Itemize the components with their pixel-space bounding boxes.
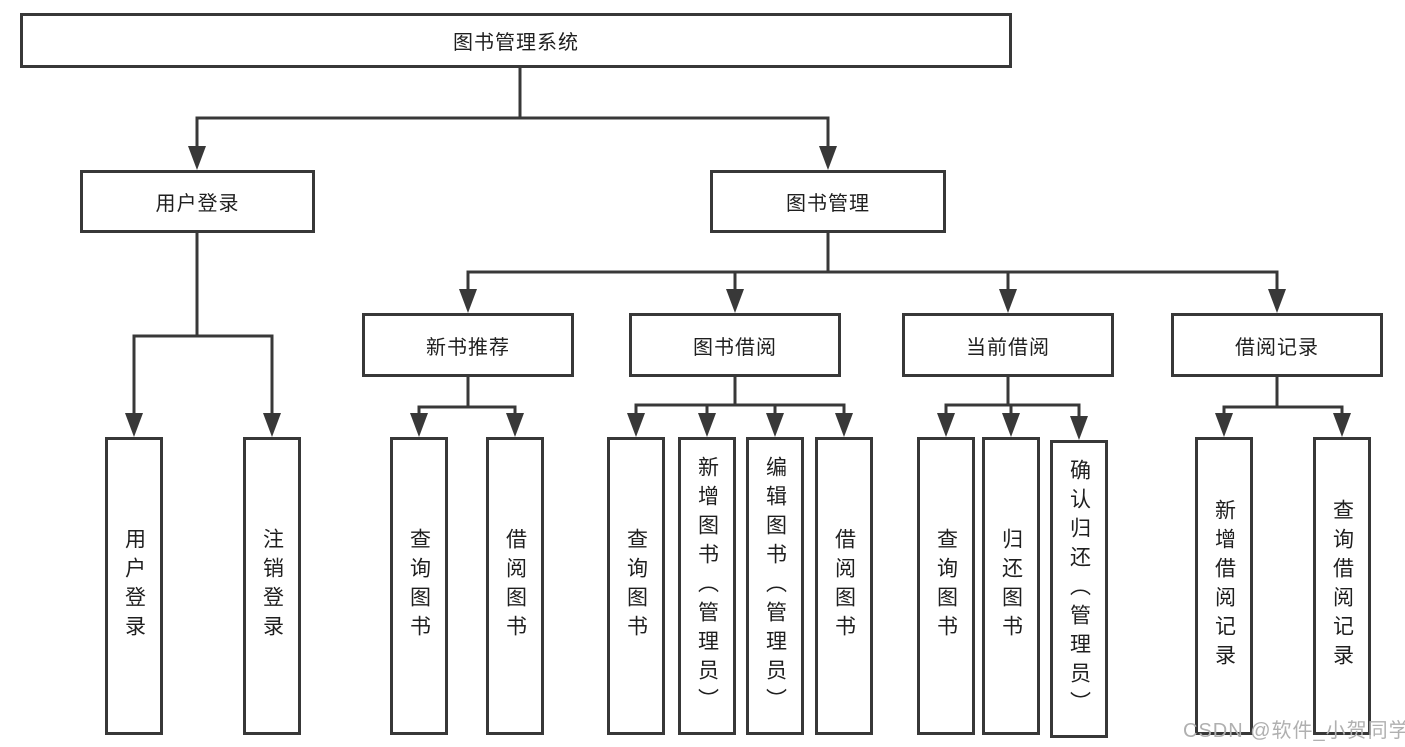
leaf-label: 新增图书（管理员） [695,455,719,717]
leaf-br-query-record: 查询借阅记录 [1313,437,1371,735]
node-new-book-recommend: 新书推荐 [362,313,574,377]
leaf-bb-edit-books-admin: 编辑图书（管理员） [746,437,804,735]
leaf-logout-login: 注销登录 [243,437,301,735]
leaf-cb-confirm-return-admin: 确认归还（管理员） [1050,440,1108,738]
arrowhead [1333,413,1351,437]
leaf-cb-query-books: 查询图书 [917,437,975,735]
node-book-management: 图书管理 [710,170,946,233]
leaf-label: 查询图书 [407,528,431,644]
leaf-label: 归还图书 [999,528,1023,644]
arrowhead [125,413,143,437]
arrowhead [819,146,837,170]
leaf-nbr-query-books: 查询图书 [390,437,448,735]
arrowhead [999,289,1017,313]
leaf-br-add-record: 新增借阅记录 [1195,437,1253,735]
node-book-borrowing: 图书借阅 [629,313,841,377]
leaf-user-login: 用户登录 [105,437,163,735]
arrowhead [937,413,955,437]
arrowhead [410,413,428,437]
leaf-label: 借阅图书 [503,528,527,644]
leaf-label: 新增借阅记录 [1212,499,1236,673]
arrowhead [263,413,281,437]
leaf-nbr-borrow-books: 借阅图书 [486,437,544,735]
arrowhead [766,413,784,437]
leaf-bb-query-books: 查询图书 [607,437,665,735]
leaf-label: 查询借阅记录 [1330,499,1354,673]
arrowhead [1002,413,1020,437]
leaf-label: 借阅图书 [832,528,856,644]
arrowhead [835,413,853,437]
arrowhead [1268,289,1286,313]
arrowhead [459,289,477,313]
leaf-label: 确认归还（管理员） [1067,458,1091,720]
arrowhead [627,413,645,437]
leaf-label: 用户登录 [122,528,146,644]
arrowhead [726,289,744,313]
arrowhead [698,413,716,437]
arrowhead [1215,413,1233,437]
leaf-bb-add-books-admin: 新增图书（管理员） [678,437,736,735]
leaf-cb-return-books: 归还图书 [982,437,1040,735]
node-library-management-system: 图书管理系统 [20,13,1012,68]
arrowhead [1070,416,1088,440]
leaf-bb-borrow-books: 借阅图书 [815,437,873,735]
node-borrowing-records: 借阅记录 [1171,313,1383,377]
node-user-login: 用户登录 [80,170,315,233]
leaf-label: 查询图书 [934,528,958,644]
leaf-label: 编辑图书（管理员） [763,455,787,717]
node-current-borrowing: 当前借阅 [902,313,1114,377]
leaf-label: 查询图书 [624,528,648,644]
arrowhead [506,413,524,437]
watermark: CSDN @软件_小贺同学 [1183,720,1405,742]
leaf-label: 注销登录 [260,528,284,644]
arrowhead [188,146,206,170]
